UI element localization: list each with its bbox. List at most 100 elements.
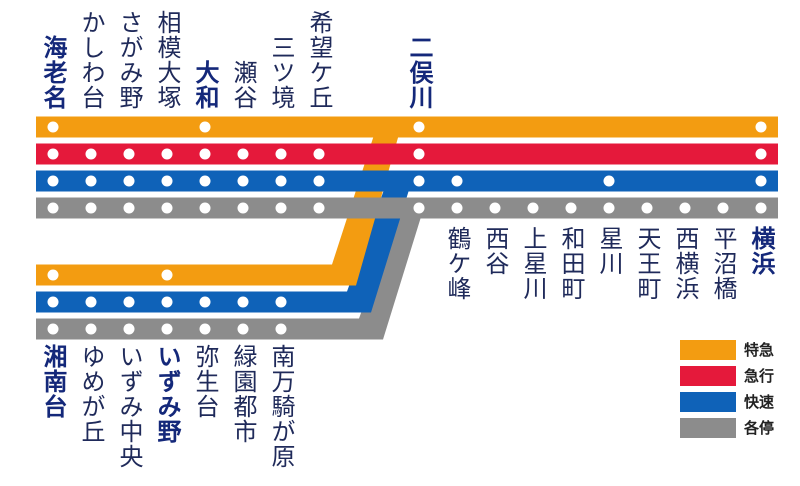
main-line-stop-dot (275, 175, 287, 187)
station-label: 緑園都市 (229, 344, 257, 444)
station-label: 弥生台 (191, 344, 219, 419)
main-line-stop-dot (413, 121, 425, 133)
trunk-stop-dot (755, 148, 767, 160)
station-label: 三ツ境 (267, 35, 295, 110)
main-line-stop-dot (413, 175, 425, 187)
main-line-stop-dot (85, 148, 97, 160)
station-label: 天王町 (633, 226, 661, 301)
branch-line-limited-express (36, 116, 404, 286)
main-line-stop-dot (47, 175, 59, 187)
main-line-stop-dot (199, 148, 211, 160)
branch-stop-dot (275, 296, 287, 308)
main-line-stop-dot (237, 148, 249, 160)
main-line-stop-dot (123, 148, 135, 160)
trunk-stop-dot (565, 202, 577, 214)
main-line-stop-dot (161, 202, 173, 214)
trunk-stop-dot (451, 175, 463, 187)
station-label: 西横浜 (671, 226, 699, 301)
main-line-stop-dot (413, 202, 425, 214)
station-label: 海老名 (39, 35, 67, 110)
trunk-stop-dot (717, 202, 729, 214)
main-line-stop-dot (47, 148, 59, 160)
station-label: 大和 (191, 60, 219, 110)
legend-swatch-local (680, 418, 736, 438)
station-label: いずみ中央 (115, 344, 143, 469)
main-line-stop-dot (123, 202, 135, 214)
branch-stop-dot (47, 269, 59, 281)
trunk-stop-dot (489, 202, 501, 214)
main-line-local (36, 197, 778, 219)
trunk-stop-dot (603, 202, 615, 214)
station-label: 鶴ケ峰 (443, 226, 471, 301)
legend-label-express: 急行 (744, 367, 775, 385)
branch-stop-dot (199, 323, 211, 335)
station-label: さがみ野 (115, 10, 143, 110)
main-line-stop-dot (275, 148, 287, 160)
legend-swatch-express (680, 366, 736, 386)
station-label: かしわ台 (77, 10, 105, 110)
trunk-stop-dot (603, 175, 615, 187)
branch-stop-dot (161, 269, 173, 281)
legend-label-rapid: 快速 (744, 393, 775, 411)
main-line-express (36, 143, 778, 165)
station-label: 横浜 (747, 226, 775, 276)
main-line-stop-dot (161, 148, 173, 160)
main-line-stop-dot (47, 121, 59, 133)
main-line-stop-dot (237, 202, 249, 214)
branch-stop-dot (161, 323, 173, 335)
branch-stop-dot (161, 296, 173, 308)
trunk-stop-dot (641, 202, 653, 214)
trunk-stop-dot (755, 175, 767, 187)
trunk-stop-dot (527, 202, 539, 214)
main-line-stop-dot (413, 148, 425, 160)
service-lines (36, 116, 778, 340)
main-line-stop-dot (85, 202, 97, 214)
main-line-stop-dot (199, 121, 211, 133)
branch-stop-dot (237, 296, 249, 308)
station-label: 平沼橋 (709, 226, 737, 301)
branch-stop-dot (47, 323, 59, 335)
trunk-stop-dot (755, 121, 767, 133)
branch-stop-dot (199, 296, 211, 308)
main-line-stop-dot (313, 175, 325, 187)
station-label: 湘南台 (39, 344, 67, 419)
station-label: いずみ野 (153, 344, 181, 444)
trunk-stop-dot (451, 202, 463, 214)
station-label: 星川 (595, 226, 623, 276)
station-label: 上星川 (519, 226, 547, 301)
main-line-stop-dot (275, 202, 287, 214)
trunk-stop-dot (679, 202, 691, 214)
station-label: 和田町 (557, 226, 585, 301)
main-line-stop-dot (237, 175, 249, 187)
station-label: 南万騎が原 (267, 344, 295, 469)
branch-line-local (36, 197, 427, 340)
branch-stop-dot (237, 323, 249, 335)
legend-swatch-rapid (680, 392, 736, 412)
main-line-stop-dot (199, 202, 211, 214)
station-label: 瀬谷 (229, 60, 257, 110)
station-label: 相模大塚 (153, 10, 181, 110)
main-line-stop-dot (313, 148, 325, 160)
main-line-stop-dot (161, 175, 173, 187)
branch-stop-dot (85, 296, 97, 308)
station-dots (47, 121, 767, 335)
legend-swatch-limited-express (680, 340, 736, 360)
station-label: 希望ケ丘 (305, 10, 333, 110)
main-line-stop-dot (85, 175, 97, 187)
branch-line-rapid (36, 170, 415, 313)
branch-stop-dot (123, 296, 135, 308)
branch-stop-dot (275, 323, 287, 335)
main-line-stop-dot (313, 202, 325, 214)
trunk-stop-dot (755, 202, 767, 214)
main-line-stop-dot (199, 175, 211, 187)
branch-stop-dot (123, 323, 135, 335)
station-label: 西谷 (481, 226, 509, 276)
station-label: ゆめが丘 (77, 344, 105, 444)
legend-label-limited-express: 特急 (744, 341, 775, 359)
station-label: 二俣川 (405, 35, 433, 110)
legend-label-local: 各停 (744, 419, 775, 437)
main-line-limited-express (36, 116, 778, 138)
main-line-rapid (36, 170, 778, 192)
branch-stop-dot (47, 296, 59, 308)
